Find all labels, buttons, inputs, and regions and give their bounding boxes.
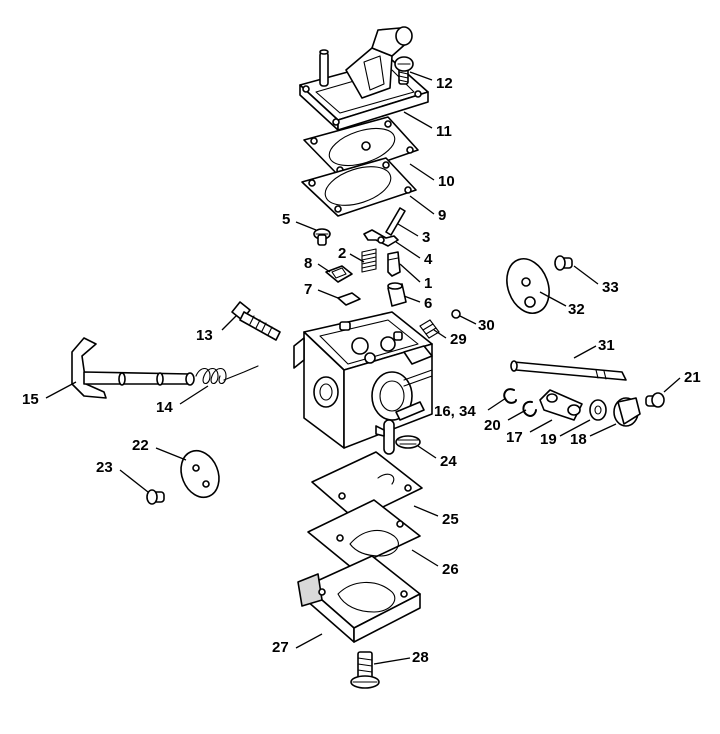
- part-14-torsion-spring: [195, 365, 259, 385]
- callout-14: 14: [156, 399, 173, 416]
- callout-4: 4: [424, 251, 433, 268]
- part-30-ball: [451, 309, 461, 319]
- callout-26: 26: [442, 561, 459, 578]
- part-1-inlet-needle: [387, 251, 401, 277]
- callout-5: 5: [282, 211, 290, 228]
- part-26-gasket: [307, 499, 421, 569]
- callout-32: 32: [568, 301, 585, 318]
- callout-30: 30: [478, 317, 495, 334]
- part-9-gasket: [301, 157, 417, 217]
- callout-13: 13: [196, 327, 213, 344]
- part-32-throttle-plate: [506, 258, 550, 314]
- part-29-spring: [419, 319, 440, 339]
- callout-7: 7: [304, 281, 312, 298]
- leader-lines: [45, 71, 681, 665]
- part-3-lever-pin: [385, 207, 406, 236]
- callout-27: 27: [272, 639, 289, 656]
- part-15-choke-shaft: [71, 337, 195, 399]
- part-10-diaphragm: [303, 116, 419, 178]
- part-5-screw: [313, 228, 331, 246]
- part-13-adjust-screw: [231, 301, 281, 341]
- part-27-pump-cover: [297, 555, 421, 643]
- part-2-spring: [361, 248, 377, 273]
- part-28-screw: [350, 651, 380, 689]
- part-7-gasket: [337, 292, 361, 306]
- part-6-plug: [387, 282, 407, 307]
- part-24-strainer: [395, 435, 421, 449]
- callout-11: 11: [436, 123, 452, 140]
- callout-28: 28: [412, 649, 429, 666]
- callout-8: 8: [304, 255, 312, 272]
- part-25-pump-diaphragm: [311, 451, 423, 521]
- carburetor-body: [293, 311, 433, 455]
- callout-12: 12: [436, 75, 453, 92]
- part-31-throttle-shaft: [510, 360, 627, 381]
- part-20-circlip: [522, 400, 537, 417]
- part-33-screw: [554, 255, 573, 271]
- callout-18: 18: [570, 431, 587, 448]
- callout-16-34: 16, 34: [434, 403, 476, 420]
- part-12-screw: [394, 56, 414, 85]
- callout-19: 19: [540, 431, 557, 448]
- callout-33: 33: [602, 279, 619, 296]
- callout-25: 25: [442, 511, 459, 528]
- callout-1: 1: [424, 275, 432, 292]
- callout-31: 31: [598, 337, 615, 354]
- part-21-screw: [645, 392, 665, 408]
- callout-21: 21: [684, 369, 701, 386]
- callout-29: 29: [450, 331, 467, 348]
- part-22-choke-plate: [180, 449, 220, 499]
- part-17-throttle-lever: [539, 389, 583, 421]
- callout-2: 2: [338, 245, 346, 262]
- part-23-screw: [146, 489, 165, 505]
- part-4-inlet-lever: [363, 229, 399, 247]
- part-16-34-circlip: [503, 388, 517, 404]
- callout-17: 17: [506, 429, 523, 446]
- part-19-washer: [589, 399, 607, 421]
- callout-20: 20: [484, 417, 501, 434]
- callout-9: 9: [438, 207, 446, 224]
- callout-10: 10: [438, 173, 455, 190]
- callout-labels: 12 11 10 9 5 3 2 4 8 1 7 6 33 32 30 13 2…: [22, 75, 701, 666]
- callout-24: 24: [440, 453, 457, 470]
- callout-23: 23: [96, 459, 113, 476]
- part-18-cap: [613, 397, 641, 427]
- part-8-plug: [325, 265, 353, 283]
- callout-6: 6: [424, 295, 432, 312]
- callout-15: 15: [22, 391, 39, 408]
- part-11-carburetor-cover: [299, 26, 429, 131]
- callout-22: 22: [132, 437, 149, 454]
- callout-3: 3: [422, 229, 430, 246]
